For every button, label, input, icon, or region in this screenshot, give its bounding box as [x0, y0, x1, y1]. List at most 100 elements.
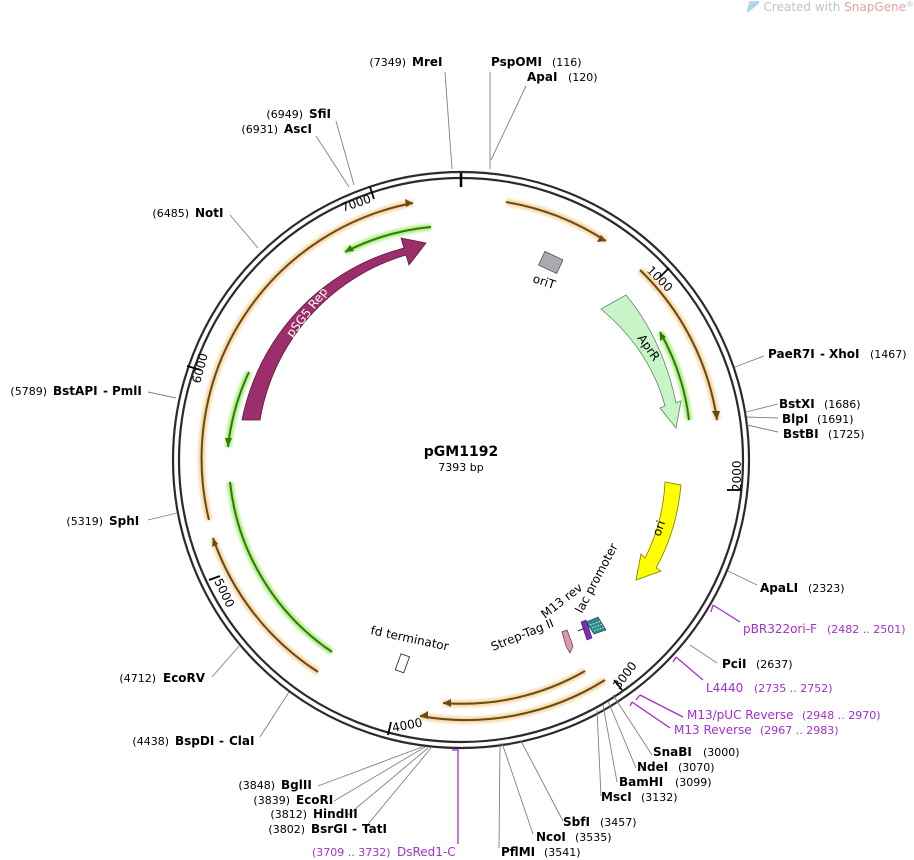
site-bstxi: BstXI: [779, 397, 815, 411]
lac-promoter-arrow: [585, 616, 607, 635]
site-labels: (7349) MreI PspOMI (116) ApaI (120) (694…: [10, 55, 906, 859]
site-bstapi: BstAPI: [53, 384, 98, 398]
site-ecorv: EcoRV: [163, 671, 206, 685]
lac-promoter-label: lac promoter: [572, 541, 620, 615]
orf-arcs-outer: [198, 198, 721, 724]
plasmid-length: 7393 bp: [438, 461, 483, 474]
site-pspomi: PspOMI: [491, 55, 542, 69]
orit-label: oriT: [531, 272, 558, 293]
site-ecori: EcoRI: [296, 793, 333, 807]
site-apali-pos: (2323): [808, 582, 845, 595]
site-msci: MscI: [601, 790, 632, 804]
site-ncoi: NcoI: [536, 830, 566, 844]
backbone-outer-ring: [171, 170, 751, 750]
m13-rev-arrow: [580, 619, 593, 641]
orf-arc-2: [639, 269, 718, 421]
primer-pbr322ori-f: pBR322ori-F: [743, 622, 817, 636]
ori-arrow: [635, 481, 682, 581]
site-bsrgi-pos: (3802): [268, 823, 305, 836]
strep-tag-ii-arrow: [561, 629, 574, 654]
primer-marks: [452, 604, 741, 844]
primer-labels: pBR322ori-F (2482 .. 2501) L4440 (2735 .…: [312, 622, 906, 859]
backbone-inner-ring: [177, 176, 745, 744]
site-pmli: PmlI: [112, 384, 142, 398]
tick-label-3000: 3000: [610, 659, 640, 692]
feature-lac-cluster: lac promoter M13 rev Strep-Tag II: [489, 541, 621, 654]
ori-label: ori: [650, 519, 668, 538]
orf-arc-10: [229, 481, 333, 653]
tick-3000: [613, 679, 623, 691]
primer-m13-reverse: M13 Reverse: [674, 723, 752, 737]
tick-label-2000: 2000: [730, 460, 744, 491]
site-bstxi-pos: (1686): [824, 398, 861, 411]
primer-l4440: L4440: [706, 681, 743, 695]
site-bamhi: BamHI: [619, 775, 663, 789]
fd-terminator-box: [394, 653, 411, 674]
fd-terminator-label: fd terminator: [369, 623, 450, 653]
site-bsrgi-sep: -: [352, 822, 357, 836]
site-bsrgi: BsrGI: [311, 822, 348, 836]
tick-5000: [208, 575, 221, 581]
tick-6000: [186, 365, 202, 371]
site-paer7i: PaeR7I: [768, 347, 815, 361]
psg5-rep-arrow: [241, 237, 427, 421]
site-ecori-pos: (3839): [253, 794, 290, 807]
site-xhoi: XhoI: [829, 347, 860, 361]
site-bspdi-sep: -: [219, 734, 224, 748]
aprr-arrow: [600, 294, 682, 429]
strep-tag-ii-label: Strep-Tag II: [489, 616, 556, 654]
tick-label-7000: 7000: [339, 192, 372, 215]
site-ndei-pos: (3070): [678, 761, 715, 774]
primer-m13-puc-reverse-range: (2948 .. 2970): [802, 709, 881, 722]
site-bstbi-pos: (1725): [828, 428, 865, 441]
tick-label-4000: 4000: [391, 715, 424, 735]
tick-1000: [658, 267, 670, 279]
site-asci: AscI: [284, 122, 312, 136]
site-paer7i-pos: (1467): [870, 348, 907, 361]
tick-4000: [387, 721, 392, 736]
orf-arc-1: [505, 201, 607, 242]
primer-l4440-range: (2735 .. 2752): [754, 682, 833, 695]
site-ecorv-pos: (4712): [119, 672, 156, 685]
site-ndei: NdeI: [637, 760, 668, 774]
orf-arc-3: [442, 670, 586, 705]
site-bstapi-sep: -: [103, 384, 108, 398]
site-leader-lines: [147, 71, 779, 849]
site-pspomi-pos: (116): [552, 56, 582, 69]
orit-box: [538, 250, 564, 275]
site-hindiii: HindIII: [313, 807, 358, 821]
site-pcii-pos: (2637): [756, 658, 793, 671]
site-msci-pos: (3132): [641, 791, 678, 804]
orf-arc-6: [200, 202, 414, 521]
site-bamhi-pos: (3099): [675, 776, 712, 789]
site-noti: NotI: [195, 206, 224, 220]
primer-dsred1-c-range: (3709 .. 3732): [312, 846, 391, 859]
site-bglii-pos: (3848): [238, 779, 275, 792]
orf-arc-8: [659, 331, 690, 421]
site-pflmi: PflMI: [501, 845, 535, 859]
site-mrei-pos: (7349): [369, 56, 406, 69]
watermark-brand: SnapGene: [844, 0, 906, 14]
site-bstapi-pos: (5789): [10, 385, 47, 398]
site-hindiii-pos: (3812): [270, 808, 307, 821]
watermark: Created with SnapGene®: [746, 0, 914, 14]
site-bstbi: BstBI: [783, 427, 819, 441]
site-bglii: BglII: [281, 778, 312, 792]
site-pflmi-pos: (3541): [544, 846, 581, 859]
feature-fd-terminator: fd terminator: [369, 623, 450, 674]
primer-pbr322ori-f-range: (2482 .. 2501): [827, 623, 906, 636]
site-bspdi: BspDI: [175, 734, 214, 748]
site-paer7i-sep: -: [820, 347, 825, 361]
site-sfii: SfiI: [309, 107, 331, 121]
site-sbfi: SbfI: [563, 815, 590, 829]
site-pcii: PciI: [722, 657, 747, 671]
plasmid-name: pGM1192: [424, 444, 498, 460]
site-mrei: MreI: [412, 55, 442, 69]
site-sphi: SphI: [109, 514, 139, 528]
feature-ori: ori: [635, 481, 682, 581]
feature-psg5-rep: pSG5 Rep: [241, 237, 427, 421]
site-apai: ApaI: [527, 70, 557, 84]
watermark-mark: ®: [906, 0, 914, 9]
site-noti-pos: (6485): [152, 207, 189, 220]
